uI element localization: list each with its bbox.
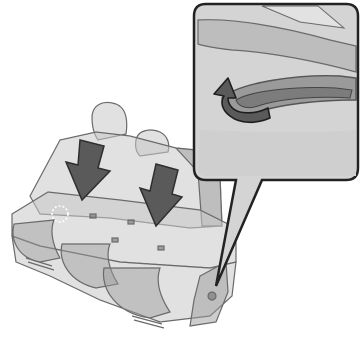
anchor-right [158,246,164,250]
seat-latch [208,292,216,300]
anchor-rear [112,238,118,242]
callout-lower-panel [198,130,356,176]
anchor-left [90,214,96,218]
anchor-mid [128,220,134,224]
